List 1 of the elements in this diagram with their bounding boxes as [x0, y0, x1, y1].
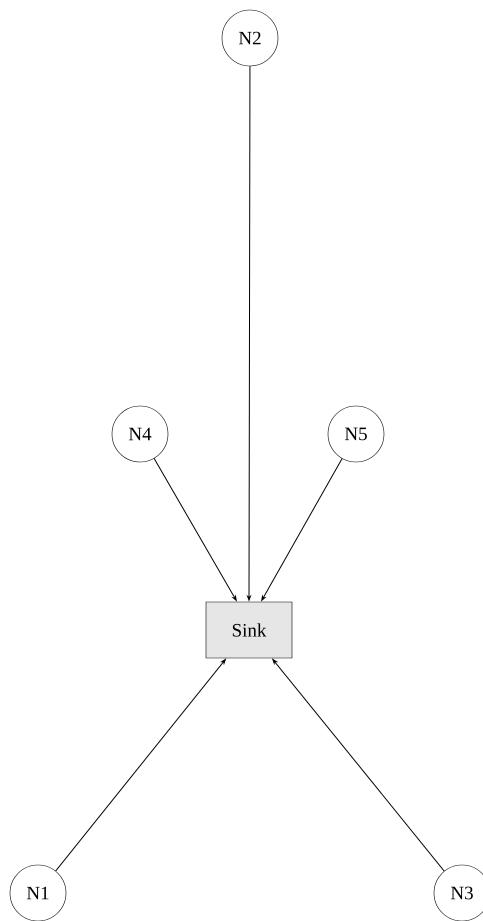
- sink-box: Sink: [206, 602, 292, 658]
